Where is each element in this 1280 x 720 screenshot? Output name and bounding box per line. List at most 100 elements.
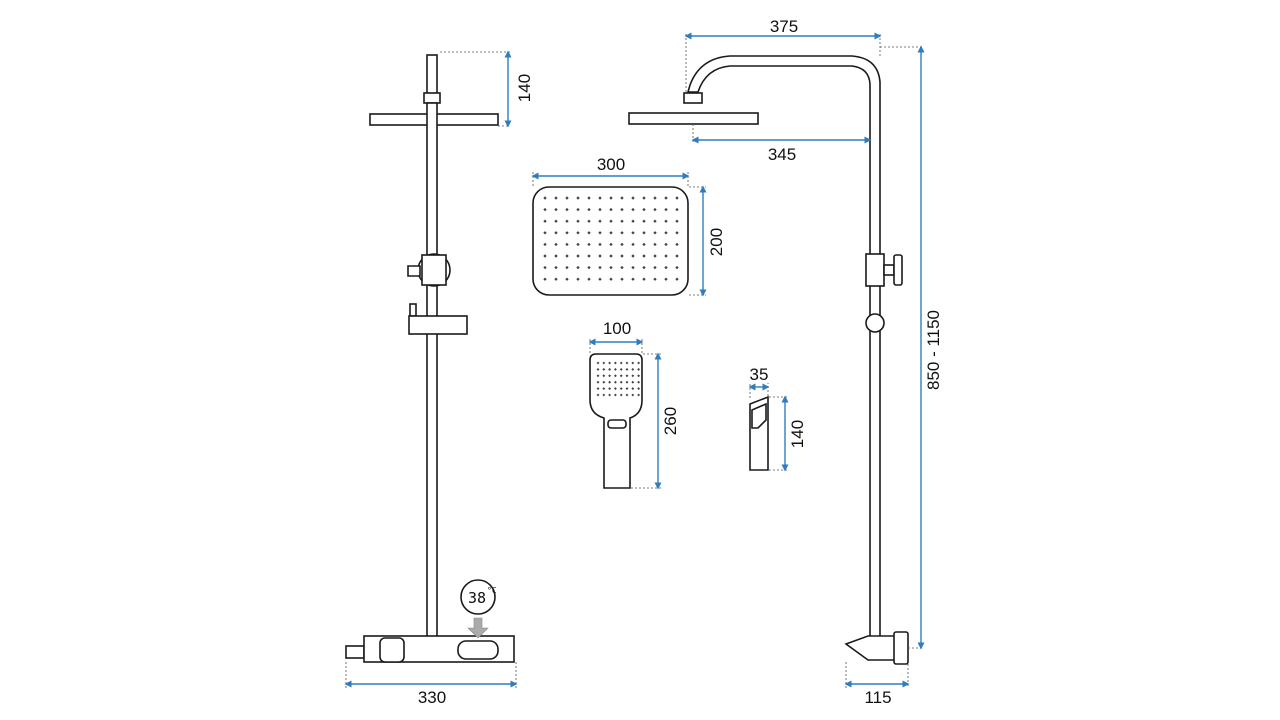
nozzle-dot bbox=[608, 374, 612, 378]
nozzle-dot bbox=[620, 231, 624, 235]
nozzle-dot bbox=[613, 380, 617, 384]
nozzle-dot bbox=[631, 374, 635, 378]
nozzle-dot bbox=[675, 196, 679, 200]
nozzle-dot bbox=[596, 393, 600, 397]
holder-view: 35 140 bbox=[748, 365, 807, 472]
nozzle-dot bbox=[625, 367, 629, 371]
side-diverter-stem bbox=[883, 264, 895, 276]
nozzle-dot bbox=[631, 380, 635, 384]
hand-shower-view: 100 260 bbox=[588, 319, 680, 490]
nozzle-dot bbox=[602, 367, 606, 371]
front-view: 38 °C 140 330 bbox=[344, 50, 534, 707]
rain-head-nozzles bbox=[543, 196, 679, 281]
nozzle-dot bbox=[619, 361, 623, 365]
nozzle-dot bbox=[587, 207, 591, 212]
nozzle-dot bbox=[613, 367, 617, 371]
nozzle-dot bbox=[543, 242, 547, 247]
dim-label-rain-head-height: 200 bbox=[707, 228, 726, 256]
nozzle-dot bbox=[543, 207, 547, 212]
nozzle-dot bbox=[637, 387, 641, 391]
nozzle-dot bbox=[596, 380, 600, 384]
nozzle-dot bbox=[653, 242, 657, 247]
nozzle-dot bbox=[664, 277, 668, 281]
side-rain-head bbox=[628, 112, 759, 125]
nozzle-dot bbox=[587, 242, 591, 247]
nozzle-dot bbox=[587, 265, 591, 270]
nozzle-dot bbox=[631, 254, 635, 258]
nozzle-dot bbox=[637, 380, 641, 384]
nozzle-dot bbox=[576, 219, 580, 223]
nozzle-dot bbox=[608, 393, 612, 397]
dim-label-hand-shower-height: 260 bbox=[661, 407, 680, 435]
front-head-connector bbox=[426, 54, 438, 98]
nozzle-dot bbox=[653, 207, 657, 212]
nozzle-dot bbox=[576, 265, 580, 270]
nozzle-dot bbox=[664, 207, 668, 212]
nozzle-dot bbox=[565, 277, 569, 281]
nozzle-dot bbox=[675, 207, 679, 212]
nozzle-dot bbox=[613, 361, 617, 365]
nozzle-dot bbox=[620, 207, 624, 212]
nozzle-dot bbox=[602, 380, 606, 384]
nozzle-dot bbox=[596, 374, 600, 378]
nozzle-dot bbox=[664, 242, 668, 247]
front-slider bbox=[408, 315, 468, 335]
nozzle-dot bbox=[565, 207, 569, 212]
nozzle-dot bbox=[602, 393, 606, 397]
nozzle-dot bbox=[637, 367, 641, 371]
front-slider-pin bbox=[409, 303, 417, 317]
nozzle-dot bbox=[642, 219, 646, 223]
nozzle-dot bbox=[576, 207, 580, 212]
nozzle-dot bbox=[620, 219, 624, 223]
nozzle-dot bbox=[609, 196, 613, 200]
arrow-down-icon bbox=[467, 617, 489, 639]
side-diverter-body bbox=[865, 253, 885, 287]
nozzle-dot bbox=[625, 361, 629, 365]
nozzle-dot bbox=[675, 254, 679, 258]
nozzle-dot bbox=[619, 374, 623, 378]
nozzle-dot bbox=[664, 219, 668, 223]
nozzle-dot bbox=[587, 277, 591, 281]
nozzle-dot bbox=[608, 367, 612, 371]
nozzle-dot bbox=[653, 219, 657, 223]
dim-label-height-range: 850 - 1150 bbox=[924, 310, 943, 390]
nozzle-dot bbox=[664, 231, 668, 235]
nozzle-dot bbox=[609, 254, 613, 258]
nozzle-dot bbox=[598, 219, 602, 223]
nozzle-dot bbox=[631, 361, 635, 365]
nozzle-dot bbox=[576, 231, 580, 235]
nozzle-dot bbox=[565, 265, 569, 270]
nozzle-dot bbox=[642, 207, 646, 212]
thermostat-display bbox=[460, 579, 496, 615]
nozzle-dot bbox=[587, 219, 591, 223]
nozzle-dot bbox=[642, 277, 646, 281]
nozzle-dot bbox=[609, 231, 613, 235]
nozzle-dot bbox=[642, 254, 646, 258]
nozzle-dot bbox=[608, 361, 612, 365]
front-inlet bbox=[345, 645, 365, 659]
nozzle-dot bbox=[554, 207, 558, 212]
side-thermostat-knob bbox=[893, 631, 909, 665]
nozzle-dot bbox=[631, 265, 635, 270]
nozzle-dot bbox=[598, 231, 602, 235]
nozzle-dot bbox=[664, 254, 668, 258]
front-diverter-body bbox=[421, 254, 447, 286]
nozzle-dot bbox=[675, 277, 679, 281]
hand-shower-nozzles bbox=[596, 361, 641, 397]
nozzle-dot bbox=[631, 219, 635, 223]
nozzle-dot bbox=[620, 265, 624, 270]
nozzle-dot bbox=[543, 254, 547, 258]
nozzle-dot bbox=[587, 196, 591, 200]
nozzle-dot bbox=[637, 393, 641, 397]
side-view: 375 345 850 - 1150 115 bbox=[628, 17, 943, 707]
dim-label-front-width: 330 bbox=[418, 688, 446, 707]
nozzle-dot bbox=[587, 254, 591, 258]
dim-label-holder-width: 35 bbox=[750, 365, 769, 384]
nozzle-dot bbox=[653, 277, 657, 281]
dim-label-arm-reach: 345 bbox=[768, 145, 796, 164]
nozzle-dot bbox=[554, 196, 558, 200]
nozzle-dot bbox=[598, 242, 602, 247]
nozzle-dot bbox=[565, 254, 569, 258]
display-unit: °C bbox=[487, 586, 497, 595]
